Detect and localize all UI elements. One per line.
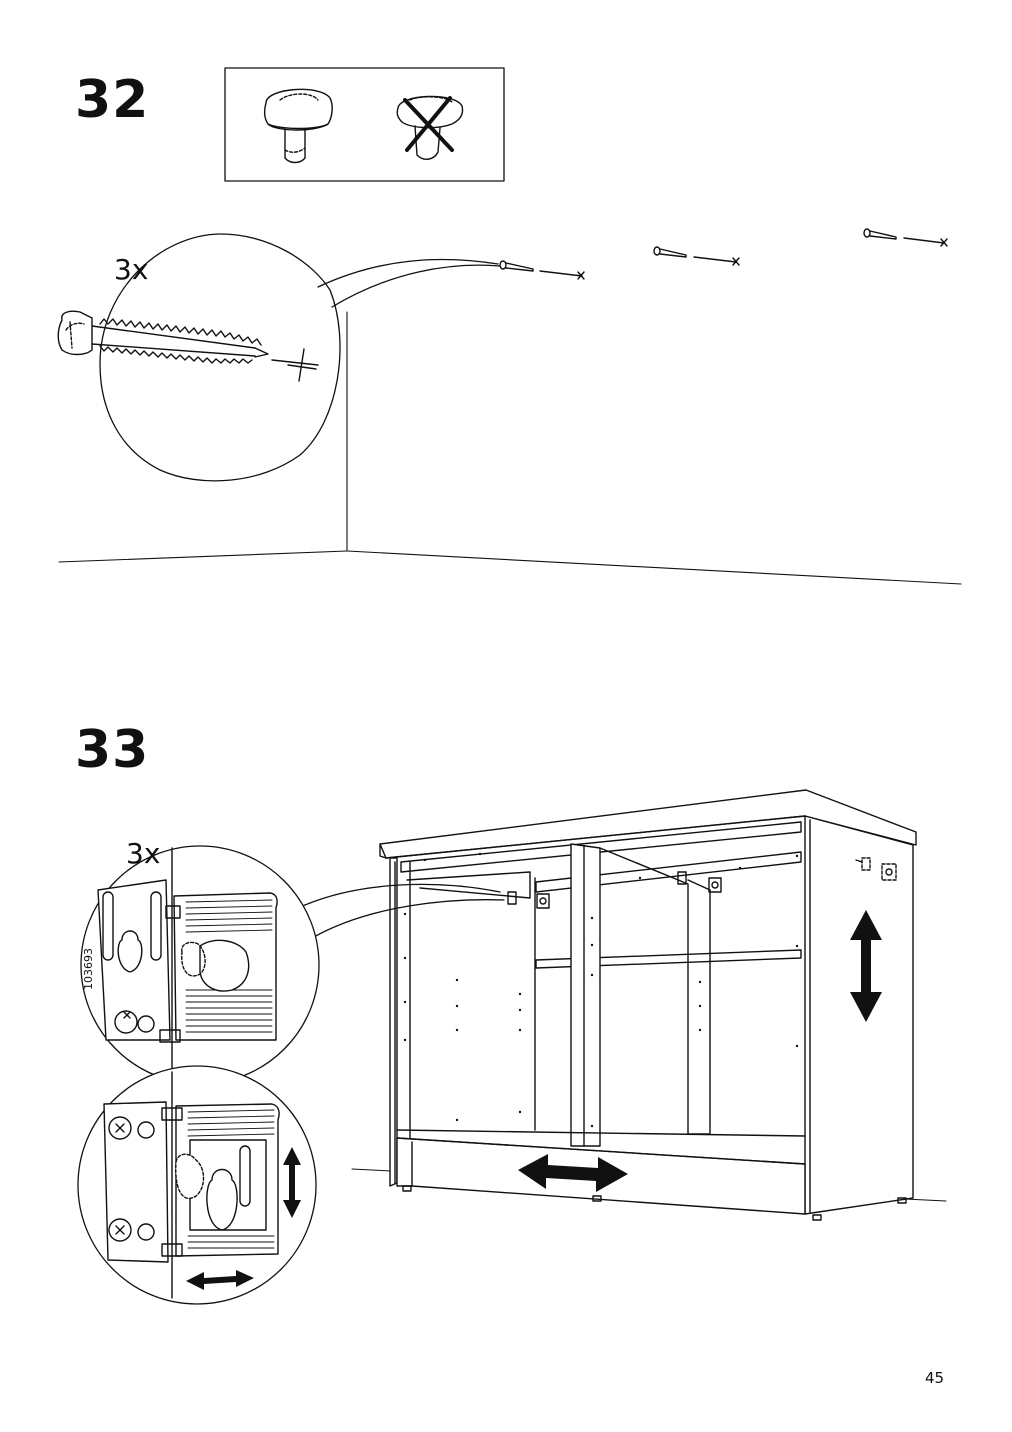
horizontal-adjust-arrow [518, 1154, 628, 1192]
detail-horizontal-arrow [186, 1270, 254, 1290]
fitting-detail-magnifier-bottom [77, 1065, 317, 1305]
suspension-fitting-left [507, 891, 550, 909]
wall-screw-1 [499, 260, 585, 280]
detail-vertical-arrow [283, 1147, 301, 1218]
incorrect-screw-head-icon [396, 95, 464, 160]
suspension-fitting-right [855, 857, 897, 881]
part-code-label: 103693 [82, 948, 95, 990]
step-33-number: 33 [75, 720, 150, 780]
step-33-quantity: 3x [126, 837, 161, 870]
wall-screw-3 [863, 228, 948, 247]
fitting-detail-magnifier-top: 103693 [80, 845, 320, 1085]
vertical-adjust-arrow [850, 910, 882, 1022]
screw-head-info-box [224, 67, 505, 182]
page-number: 45 [925, 1369, 945, 1387]
cabinet-frame [379, 789, 917, 1221]
step-32-quantity: 3x [114, 253, 149, 286]
screw-detail-magnifier [57, 233, 501, 482]
step-32-number: 32 [75, 70, 150, 130]
wall-corner [58, 311, 962, 585]
large-screw-icon [57, 310, 319, 382]
wall-screw-2 [653, 246, 740, 266]
suspension-fitting-center [677, 871, 722, 893]
correct-screw-head-icon [263, 88, 333, 164]
